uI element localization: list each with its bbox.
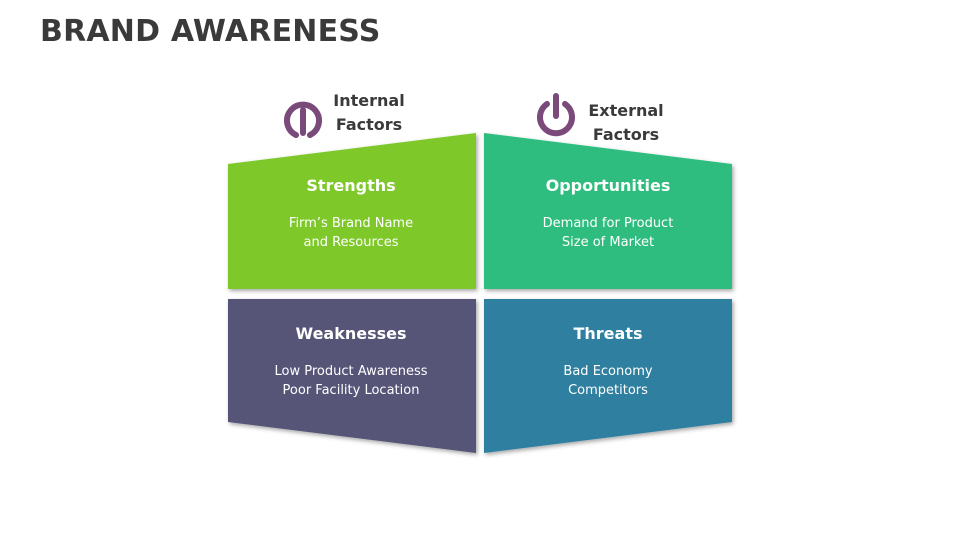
strengths-title: Strengths xyxy=(306,176,395,195)
external-factors-line2: Factors xyxy=(593,125,659,144)
strengths-line2: and Resources xyxy=(304,235,399,250)
power-icon xyxy=(537,93,575,137)
opportunities-line2: Size of Market xyxy=(562,235,654,250)
page-title: BRAND AWARENESS xyxy=(40,14,381,49)
external-factors-line1: External xyxy=(588,101,663,120)
strengths-line1: Firm’s Brand Name xyxy=(289,216,413,231)
internal-factors-line1: Internal xyxy=(333,91,404,110)
threats-quadrant: Threats Bad Economy Competitors xyxy=(484,299,732,453)
internal-factors-line2: Factors xyxy=(336,115,402,134)
threats-line2: Competitors xyxy=(568,383,648,398)
opportunities-title: Opportunities xyxy=(546,176,671,195)
strengths-shape xyxy=(228,133,476,289)
strengths-quadrant: Strengths Firm’s Brand Name and Resource… xyxy=(228,133,476,289)
weaknesses-quadrant: Weaknesses Low Product Awareness Poor Fa… xyxy=(228,299,476,453)
opportunities-line1: Demand for Product xyxy=(543,216,674,231)
threats-shape xyxy=(484,299,732,453)
weaknesses-shape xyxy=(228,299,476,453)
weaknesses-line1: Low Product Awareness xyxy=(274,364,427,379)
weaknesses-title: Weaknesses xyxy=(295,324,406,343)
threats-line1: Bad Economy xyxy=(563,364,652,379)
opportunities-quadrant: Opportunities Demand for Product Size of… xyxy=(484,133,732,289)
threats-title: Threats xyxy=(573,324,642,343)
power-plug-icon xyxy=(284,101,322,138)
weaknesses-line2: Poor Facility Location xyxy=(283,383,420,398)
opportunities-shape xyxy=(484,133,732,289)
